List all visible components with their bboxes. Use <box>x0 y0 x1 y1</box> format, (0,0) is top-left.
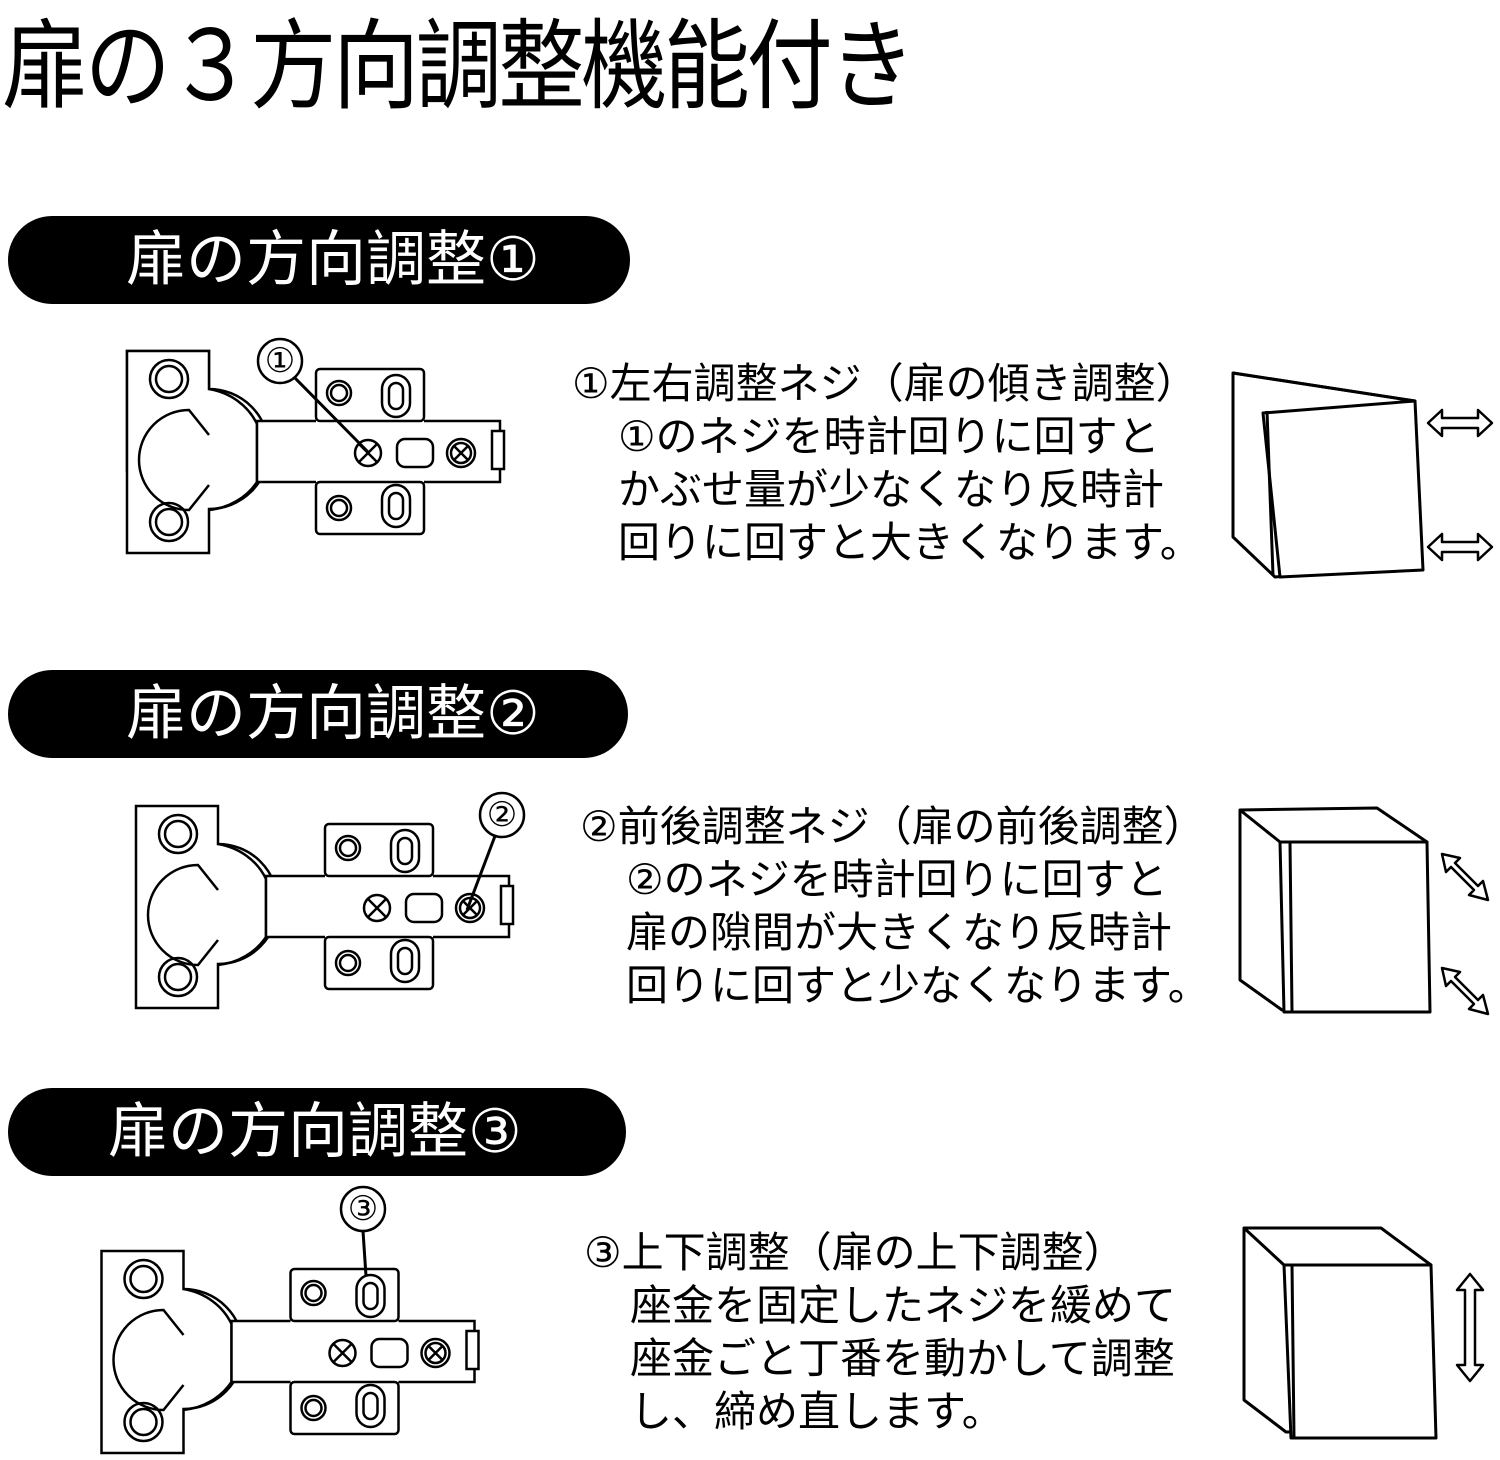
section-1-line-4: 回りに回すと大きくなります。 <box>618 518 1202 567</box>
section-1-line-2: ①のネジを時計回りに回すと <box>618 412 1160 461</box>
callout-3-number: ③ <box>347 1189 379 1229</box>
concealed-hinge-icon <box>125 349 506 555</box>
cabinet-door-icon <box>1242 1226 1438 1440</box>
section-1-line-1: ①左右調整ネジ（扉の傾き調整） <box>572 359 1198 408</box>
callout-3-marker <box>339 1185 387 1277</box>
page-title: 扉の３方向調整機能付き <box>2 10 915 124</box>
double-arrow-diagonal-icon <box>1440 852 1490 902</box>
double-arrow-vertical-icon <box>1455 1272 1485 1383</box>
section-3-line-4: し、締め直します。 <box>630 1387 1004 1436</box>
section-3-description: ③上下調整（扉の上下調整） 座金を固定したネジを緩めて 座金ごと丁番を動かして調… <box>584 1226 1176 1438</box>
cabinet-door-icon <box>1231 371 1425 579</box>
section-2-heading: 扉の方向調整② <box>8 670 628 758</box>
section-2-description: ②前後調整ネジ（扉の前後調整） ②のネジを時計回りに回すと 扉の隙間が大きくなり… <box>580 800 1210 1012</box>
callout-1-number: ① <box>264 341 296 381</box>
section-2-heading-text: 扉の方向調整② <box>126 679 540 749</box>
section-2-line-1: ②前後調整ネジ（扉の前後調整） <box>580 802 1206 851</box>
section-2-line-2: ②のネジを時計回りに回すと <box>626 855 1168 904</box>
section-2-line-4: 回りに回すと少なくなります。 <box>626 961 1210 1010</box>
section-1-heading: 扉の方向調整① <box>8 216 630 304</box>
double-arrow-horizontal-icon <box>1426 408 1494 438</box>
section-1-line-3: かぶせ量が少なくなり反時計 <box>618 465 1165 514</box>
concealed-hinge-icon <box>100 1249 480 1455</box>
callout-2-marker <box>465 791 526 911</box>
section-1-heading-text: 扉の方向調整① <box>126 225 540 295</box>
section-3-line-3: 座金ごと丁番を動かして調整 <box>630 1334 1175 1383</box>
callout-1-marker <box>256 337 370 454</box>
cabinet-door-icon <box>1238 806 1432 1014</box>
section-3-heading-text: 扉の方向調整③ <box>108 1097 522 1167</box>
callout-2-number: ② <box>486 795 518 835</box>
double-arrow-horizontal-icon <box>1426 532 1494 562</box>
section-3-line-2: 座金を固定したネジを緩めて <box>630 1281 1177 1330</box>
section-2-line-3: 扉の隙間が大きくなり反時計 <box>626 908 1173 957</box>
section-3-heading: 扉の方向調整③ <box>8 1088 626 1176</box>
section-3-line-1: ③上下調整（扉の上下調整） <box>584 1228 1126 1277</box>
section-1-description: ①左右調整ネジ（扉の傾き調整） ①のネジを時計回りに回すと かぶせ量が少なくなり… <box>572 357 1202 569</box>
double-arrow-diagonal-icon <box>1440 966 1490 1016</box>
